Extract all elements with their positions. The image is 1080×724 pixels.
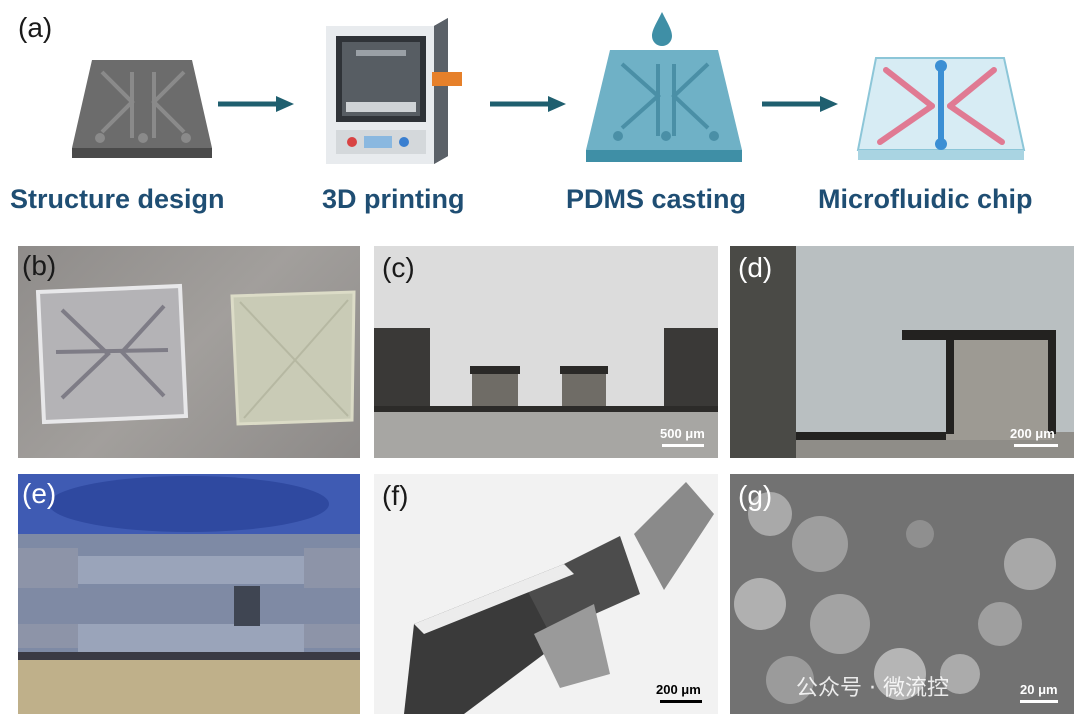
panel-b-label: (b) <box>22 250 57 281</box>
photo-panel-b: (b) <box>18 246 360 458</box>
3d-printer-icon <box>326 18 462 164</box>
panel-g-label: (g) <box>738 480 773 511</box>
step-label: Structure design <box>10 184 225 214</box>
panel-f-label: (f) <box>382 480 409 511</box>
scale-bar <box>662 444 704 447</box>
cross-section-micrograph <box>730 246 1074 458</box>
photo-panel-d: (d) 200 μm <box>730 246 1074 458</box>
scale-bar <box>660 700 702 703</box>
photo-panel-c: (c) 500 μm <box>374 246 718 458</box>
cross-section-micrograph <box>374 328 718 458</box>
step-label: 3D printing <box>322 184 465 214</box>
scale-label: 500 μm <box>660 426 705 441</box>
pdms-cast-icon <box>586 12 742 162</box>
channel-photo <box>18 474 360 714</box>
watermark: 公众号 · 微流控 <box>796 676 949 701</box>
photo-panel-e: (e) <box>18 474 360 714</box>
microfluidic-chip-icon <box>856 57 1026 160</box>
panel-c-label: (c) <box>382 252 415 283</box>
sem-micrograph <box>734 492 1056 704</box>
scale-bar <box>1014 444 1058 447</box>
scale-bar <box>1020 700 1058 703</box>
photo-panel-g: (g) 公众号 · 微流控 20 μm <box>730 474 1074 714</box>
step-label: PDMS casting <box>566 184 747 214</box>
photo-panel-f: (f) 200 μm <box>374 474 718 714</box>
gray-chip-mold-icon <box>72 60 212 158</box>
arrow-icon <box>490 96 566 112</box>
panel-a-label: (a) <box>18 12 53 43</box>
scale-label: 20 μm <box>1020 682 1058 697</box>
arrow-icon <box>218 96 294 112</box>
sem-micrograph <box>404 482 714 714</box>
pdms-chip-photo <box>35 283 356 426</box>
scale-label: 200 μm <box>1010 426 1055 441</box>
scale-label: 200 μm <box>656 682 701 697</box>
arrow-icon <box>762 96 838 112</box>
panel-d-label: (d) <box>738 252 773 283</box>
panel-e-label: (e) <box>22 478 57 509</box>
step-label: Microfluidic chip <box>818 184 1033 214</box>
